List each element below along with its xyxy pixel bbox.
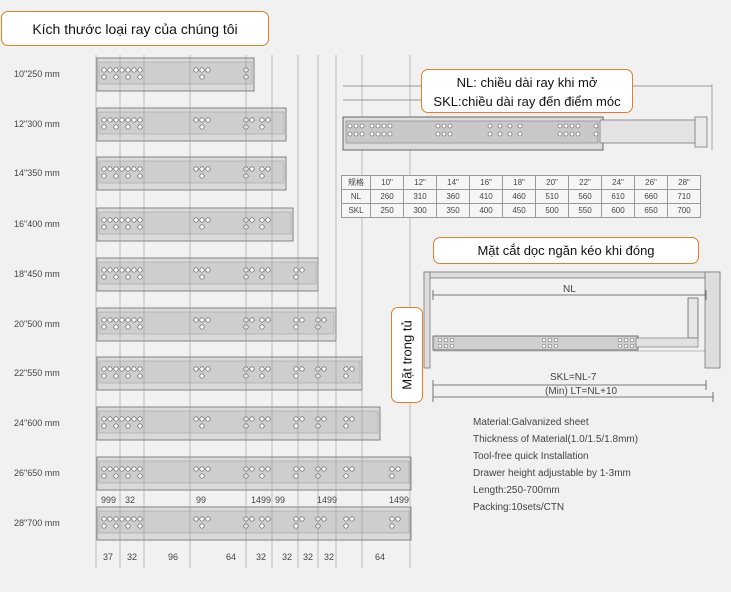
spec-cell: SKL [341,203,371,218]
rail-size-label: 22"550 mm [14,368,60,378]
hole-pitch-label: 1499 [317,495,338,505]
bottom-dimension: 32 [303,552,314,562]
bottom-dimension: 64 [226,552,237,562]
spec-table: 规格 10" 12" 14" 16" 18" 20" 22" 24" 26" 2… [341,175,701,218]
length-line: Length:250-700mm [473,485,560,496]
spec-cell: 14" [436,175,470,190]
spec-cell: 600 [601,203,635,218]
spec-cell: 450 [502,203,536,218]
hole-pitch-label: 99 [275,495,286,505]
extended-rail-drawing [342,84,713,151]
material-spec-list: Material:Galvanized sheet Thickness of M… [473,414,638,516]
installation-line: Tool-free quick Installation [473,451,589,462]
rail-size-label: 20"500 mm [14,319,60,329]
bottom-dimension: 32 [282,552,293,562]
spec-cell: 250 [370,203,404,218]
drawer-section-drawing [423,271,721,402]
spec-cell: 310 [403,189,437,204]
spec-cell: 规格 [341,175,371,190]
hole-pitch-label: 1499 [389,495,410,505]
rail-size-label: 16"400 mm [14,219,60,229]
hole-pitch-label: 32 [125,495,136,505]
spec-header-row: 规格 10" 12" 14" 16" 18" 20" 22" 24" 26" 2… [341,175,701,190]
spec-cell: 20" [535,175,569,190]
material-line: Material:Galvanized sheet [473,417,589,428]
bottom-dimension: 37 [103,552,114,562]
spec-row-skl: SKL 250 300 350 400 450 500 550 600 650 … [341,203,701,218]
spec-cell: 410 [469,189,503,204]
spec-cell: 26" [634,175,668,190]
spec-cell: 610 [601,189,635,204]
nl-dimension-label: NL [563,284,576,295]
cabinet-inner-label: Mặt trong tủ [399,320,415,390]
spec-cell: NL [341,189,371,204]
spec-cell: 710 [667,189,701,204]
rail-size-label: 26"650 mm [14,468,60,478]
spec-cell: 350 [436,203,470,218]
hole-pitch-label: 99 [196,495,207,505]
rail-size-label: 12"300 mm [14,119,60,129]
spec-cell: 460 [502,189,536,204]
spec-cell: 24" [601,175,635,190]
spec-cell: 22" [568,175,602,190]
hole-pitch-label: 999 [101,495,117,505]
spec-cell: 10" [370,175,404,190]
rail-size-label: 14"350 mm [14,168,60,178]
nl-definition: NL: chiều dài ray khi mở [456,75,598,90]
spec-cell: 260 [370,189,404,204]
rail-size-label: 10"250 mm [14,69,60,79]
spec-cell: 500 [535,203,569,218]
lt-dimension-label: (Min) LT=NL+10 [545,386,618,397]
rail-size-label: 24"600 mm [14,418,60,428]
spec-cell: 12" [403,175,437,190]
bottom-dimension: 32 [256,552,267,562]
spec-cell: 660 [634,189,668,204]
spec-cell: 16" [469,175,503,190]
spec-cell: 300 [403,203,437,218]
spec-cell: 650 [634,203,668,218]
bottom-dimension: 64 [375,552,386,562]
title-callout: Kích thước loại ray của chúng tôi [1,11,269,46]
bottom-dimension: 32 [127,552,138,562]
spec-cell: 550 [568,203,602,218]
spec-row-nl: NL 260 310 360 410 460 510 560 610 660 7… [341,189,701,204]
nl-skl-callout: NL: chiều dài ray khi mở SKL:chiều dài r… [421,69,633,113]
section-title-callout: Mặt cắt dọc ngăn kéo khi đóng [433,237,699,264]
skl-definition: SKL:chiều dài ray đến điểm móc [433,94,621,109]
spec-cell: 700 [667,203,701,218]
skl-dimension-label: SKL=NL-7 [550,372,597,383]
thickness-line: Thickness of Material(1.0/1.5/1.8mm) [473,434,639,445]
packing-line: Packing:10sets/CTN [473,502,565,513]
spec-cell: 18" [502,175,536,190]
spec-cell: 400 [469,203,503,218]
spec-cell: 28" [667,175,701,190]
spec-cell: 360 [436,189,470,204]
spec-cell: 560 [568,189,602,204]
bottom-dimension: 96 [168,552,179,562]
hole-pitch-label: 1499 [251,495,272,505]
rail-size-label: 28"700 mm [14,518,60,528]
spec-cell: 510 [535,189,569,204]
rail-size-label: 18"450 mm [14,269,60,279]
adjustment-line: Drawer height adjustable by 1-3mm [473,468,631,479]
bottom-dimension: 32 [324,552,335,562]
cabinet-inner-callout: Mặt trong tủ [391,307,423,403]
